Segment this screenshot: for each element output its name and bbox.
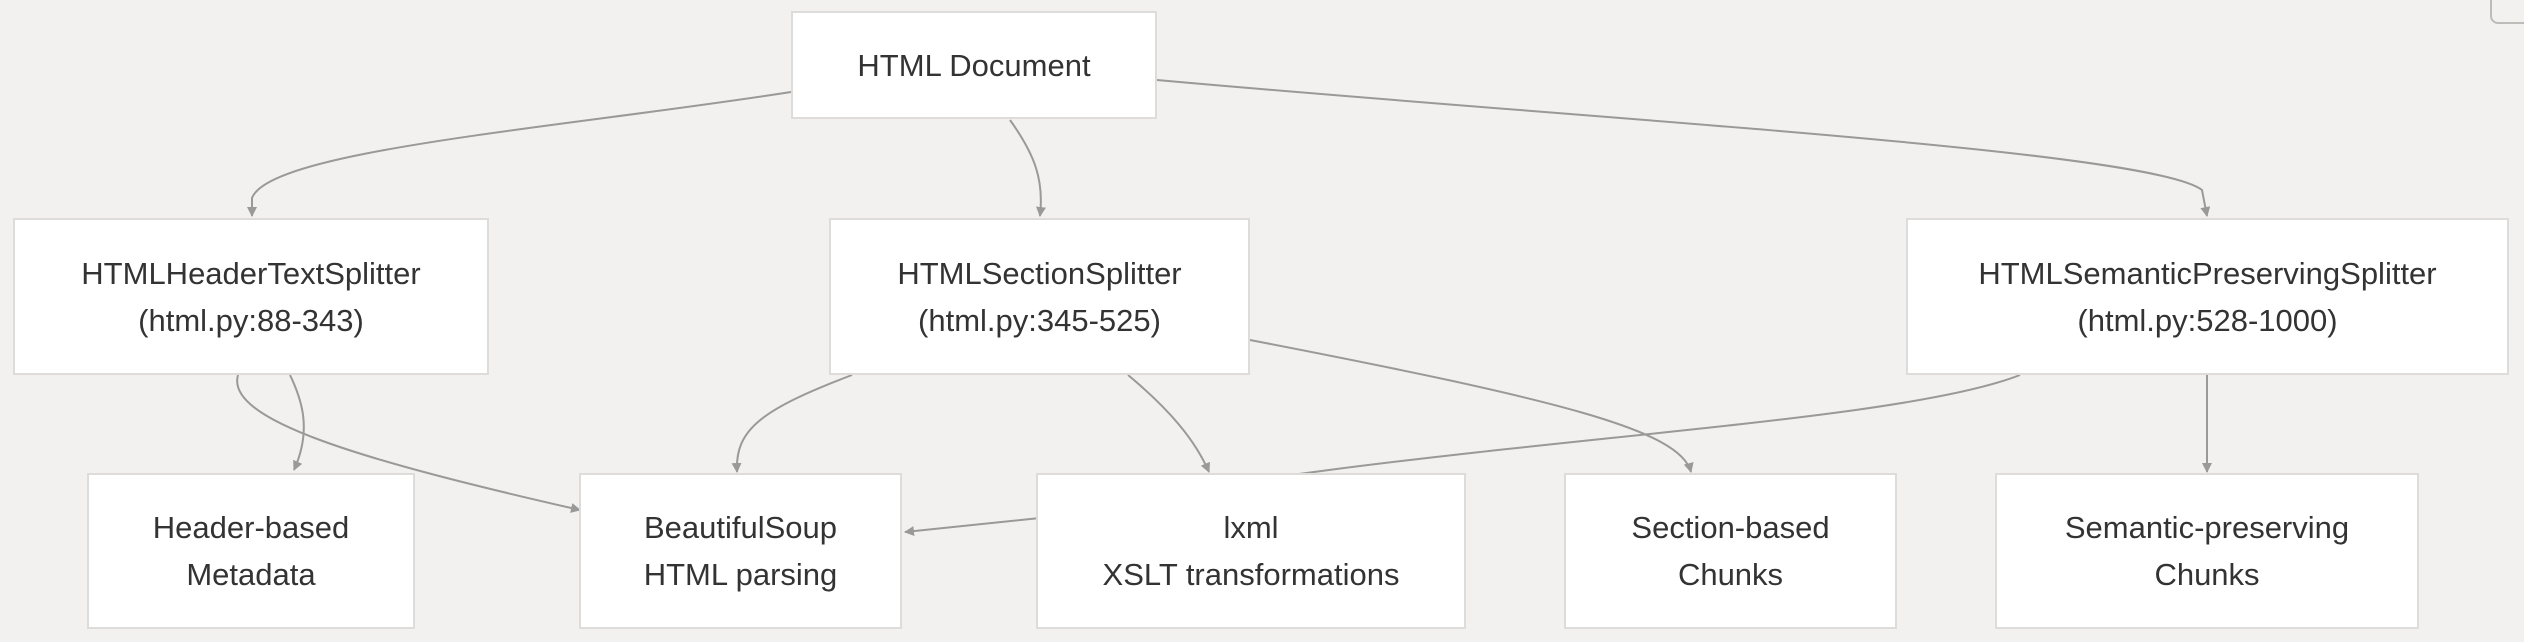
- node-html-semantic-preserving-splitter: HTMLSemanticPreservingSplitter (html.py:…: [1906, 218, 2509, 375]
- node-header-based-metadata-line2: Metadata: [186, 557, 316, 592]
- edge-document-to-section-splitter: [1009, 119, 1046, 217]
- edge-header-splitter-to-beautifulsoup: [236, 374, 581, 513]
- node-lxml-line1: lxml: [1223, 510, 1279, 545]
- node-section-based-chunks-line1: Section-based: [1631, 510, 1830, 545]
- node-beautifulsoup: BeautifulSoup HTML parsing: [579, 473, 902, 629]
- node-html-document-label: HTML Document: [857, 47, 1091, 83]
- edge-section-splitter-to-beautifulsoup: [731, 374, 853, 473]
- node-lxml-line2: XSLT transformations: [1102, 557, 1400, 592]
- node-lxml: lxml XSLT transformations: [1036, 473, 1466, 629]
- edge-section-splitter-to-section-chunks: [1249, 339, 1694, 473]
- collapse-corner-icon[interactable]: [2490, 0, 2524, 24]
- node-semantic-preserving-chunks: Semantic-preserving Chunks: [1995, 473, 2419, 629]
- node-html-section-splitter: HTMLSectionSplitter (html.py:345-525): [829, 218, 1250, 375]
- node-beautifulsoup-line1: BeautifulSoup: [643, 510, 838, 545]
- node-html-section-splitter-source: (html.py:345-525): [918, 302, 1161, 338]
- node-section-based-chunks: Section-based Chunks: [1564, 473, 1897, 629]
- node-html-header-text-splitter: HTMLHeaderTextSplitter (html.py:88-343): [13, 218, 489, 375]
- edge-document-to-header-splitter: [247, 91, 792, 217]
- node-html-semantic-preserving-splitter-source: (html.py:528-1000): [2077, 302, 2338, 338]
- node-html-header-text-splitter-name: HTMLHeaderTextSplitter: [81, 255, 421, 291]
- node-semantic-preserving-chunks-line1: Semantic-preserving: [2064, 510, 2350, 545]
- node-html-semantic-preserving-splitter-name: HTMLSemanticPreservingSplitter: [1978, 255, 2437, 291]
- node-section-based-chunks-line2: Chunks: [1677, 557, 1784, 592]
- edge-header-splitter-to-header-metadata: [289, 374, 305, 471]
- edge-document-to-semantic-splitter: [1156, 79, 2211, 217]
- node-header-based-metadata-line1: Header-based: [152, 510, 350, 545]
- node-html-section-splitter-name: HTMLSectionSplitter: [897, 255, 1182, 291]
- node-html-header-text-splitter-source: (html.py:88-343): [138, 302, 364, 338]
- node-semantic-preserving-chunks-line2: Chunks: [2154, 557, 2260, 592]
- edge-section-splitter-to-lxml: [1127, 374, 1210, 473]
- node-html-document: HTML Document: [791, 11, 1157, 119]
- node-beautifulsoup-line2: HTML parsing: [643, 557, 838, 592]
- node-header-based-metadata: Header-based Metadata: [87, 473, 415, 629]
